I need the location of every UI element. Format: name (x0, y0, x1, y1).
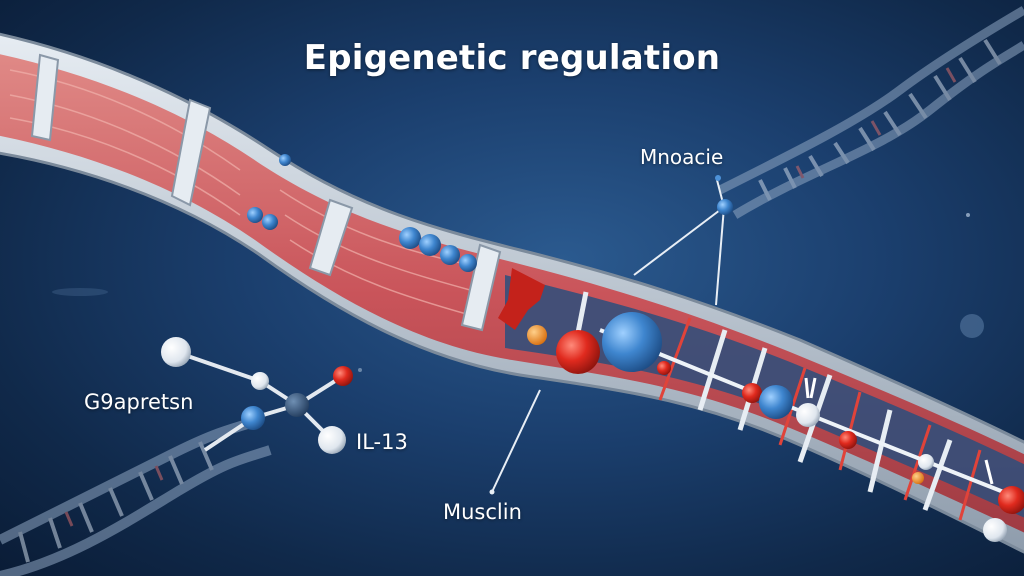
molecule-label: IL-13 (356, 430, 408, 454)
callout-label-top: Mnoacie (640, 145, 724, 169)
molecule-model (161, 337, 353, 454)
dna-helix-top-right (717, 6, 1024, 219)
callout-label-left: G9apretsn (84, 390, 194, 414)
page-title: Epigenetic regulation (303, 38, 721, 78)
dna-helix-bottom-left (0, 415, 272, 576)
strand-nodes (527, 312, 1024, 542)
callout-label-bottom: Musclin (443, 500, 522, 524)
background-particles (52, 213, 984, 372)
callout-node-top (717, 199, 733, 215)
callout-lines (491, 179, 725, 493)
